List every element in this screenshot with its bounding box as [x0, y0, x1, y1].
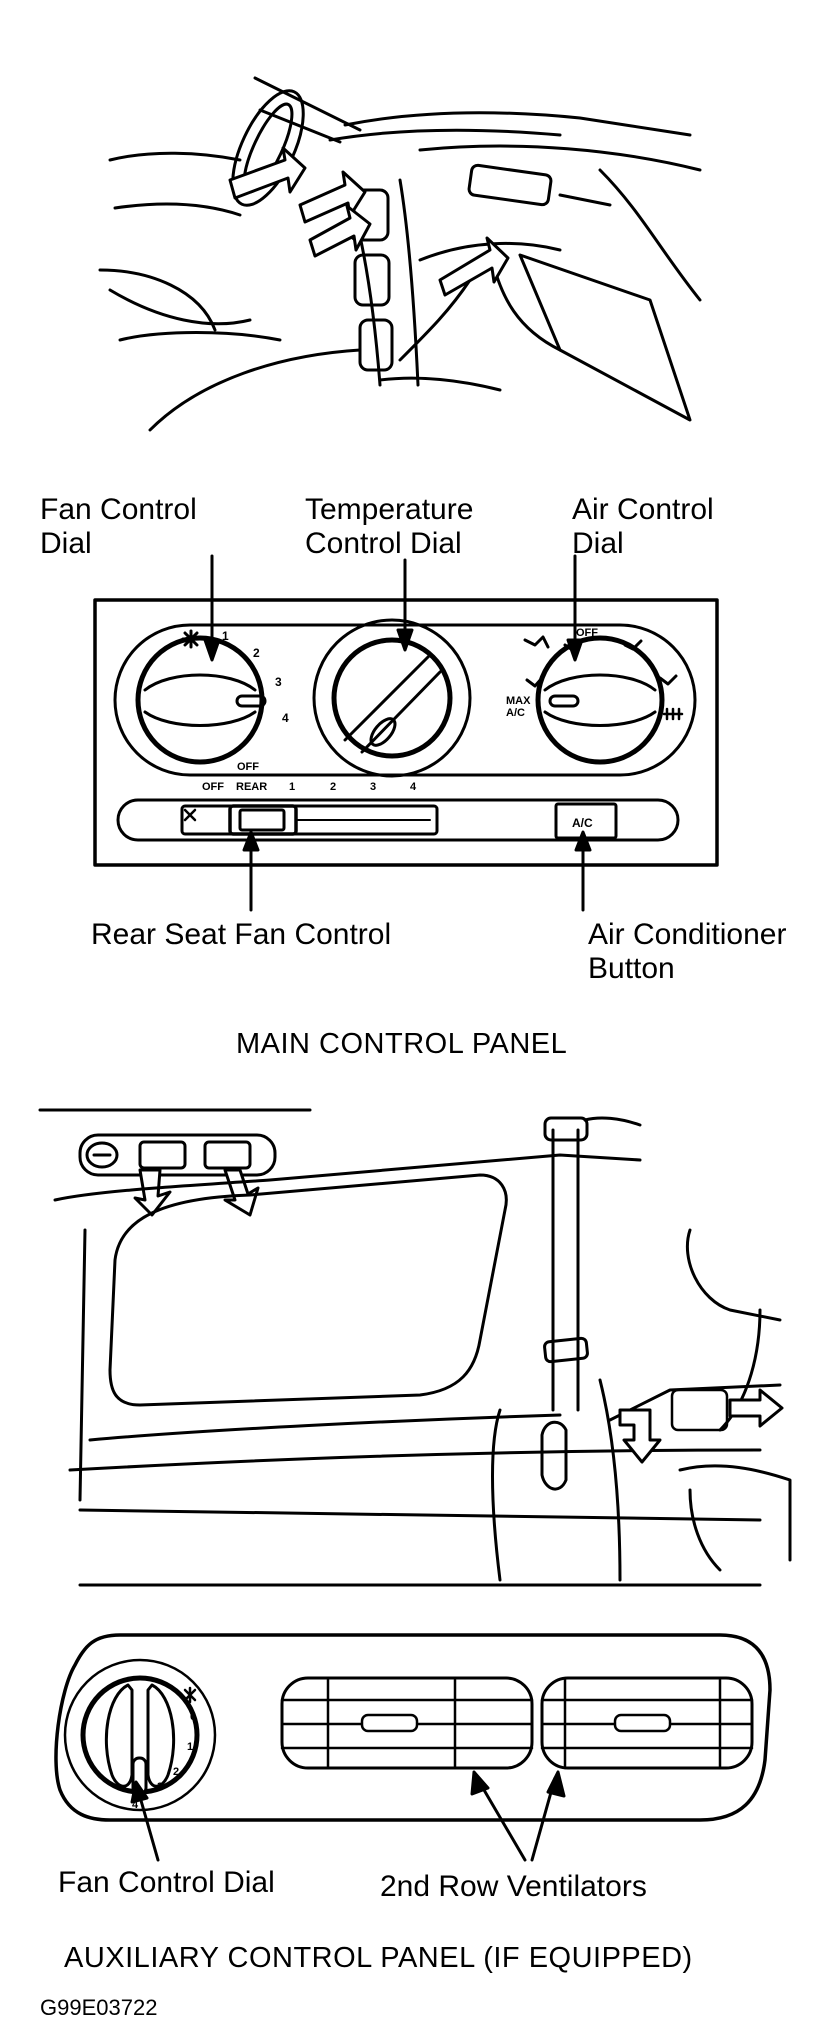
aux-mark-2: 2 [173, 1766, 179, 1778]
figure-code: G99E03722 [40, 1995, 158, 2020]
temperature-control-dial-label-line2: Control Dial [305, 527, 462, 560]
fan-mark-off: OFF [237, 761, 259, 773]
rear-interior-illustration [38, 1108, 792, 1587]
defrost-icon [662, 707, 684, 721]
slider-mark-1: 1 [289, 781, 295, 793]
slider-mark-3: 3 [370, 781, 376, 793]
main-control-panel [93, 554, 719, 912]
air-control-dial[interactable] [535, 635, 665, 765]
aux-mark-4: 4 [132, 1799, 139, 1811]
air-control-dial-label-line1: Air Control [572, 493, 714, 526]
fan-control-dial-label-line1: Fan Control [40, 493, 197, 526]
ac-button-text: A/C [572, 816, 593, 830]
air-control-dial-label-line2: Dial [572, 527, 624, 560]
rear-seat-fan-control-label: Rear Seat Fan Control [91, 918, 392, 951]
second-row-ventilators-label: 2nd Row Ventilators [380, 1870, 647, 1903]
temperature-control-dial[interactable] [331, 637, 453, 759]
slider-mark-rear: REAR [236, 781, 267, 793]
air-conditioner-button-label-line2: Button [588, 952, 675, 985]
fan-mark-4: 4 [282, 711, 289, 725]
air-mark-off: OFF [576, 627, 598, 639]
auxiliary-control-panel-caption: AUXILIARY CONTROL PANEL (IF EQUIPPED) [64, 1942, 693, 1974]
main-control-panel-caption: MAIN CONTROL PANEL [236, 1028, 568, 1060]
air-mark-max: MAX [506, 695, 531, 707]
temperature-control-dial-label-line1: Temperature [305, 493, 474, 526]
fan-control-dial-label-line2: Dial [40, 527, 92, 560]
auxiliary-control-panel [54, 1633, 772, 1862]
aux-mark-0: 0 [190, 1711, 196, 1723]
aux-mark-3: 3 [157, 1781, 163, 1793]
fan-icon [183, 1686, 197, 1704]
fan-mark-2: 2 [253, 646, 260, 660]
face-vent-icon [523, 635, 550, 649]
fan-control-dial[interactable] [135, 635, 265, 765]
fan-mark-3: 3 [275, 675, 282, 689]
aux-fan-control-dial-label: Fan Control Dial [58, 1866, 275, 1899]
foot-defrost-icon [525, 676, 544, 688]
dial-markings: 1 2 3 4 OFF OFF MAX A/C OFF REAR 1 2 3 4… [132, 627, 598, 1811]
air-mark-ac: A/C [506, 707, 525, 719]
slider-mark-off: OFF [202, 781, 224, 793]
air-conditioner-button-label-line1: Air Conditioner [588, 918, 787, 951]
fan-icon [183, 808, 197, 822]
slider-mark-4: 4 [410, 781, 417, 793]
fan-mark-1: 1 [222, 629, 229, 643]
dashboard-illustration [98, 76, 702, 432]
floor-icon [658, 674, 678, 686]
fan-icon [181, 629, 201, 649]
foot-vent-icon [623, 639, 643, 651]
slider-mark-2: 2 [330, 781, 336, 793]
aux-mark-1: 1 [187, 1741, 193, 1753]
